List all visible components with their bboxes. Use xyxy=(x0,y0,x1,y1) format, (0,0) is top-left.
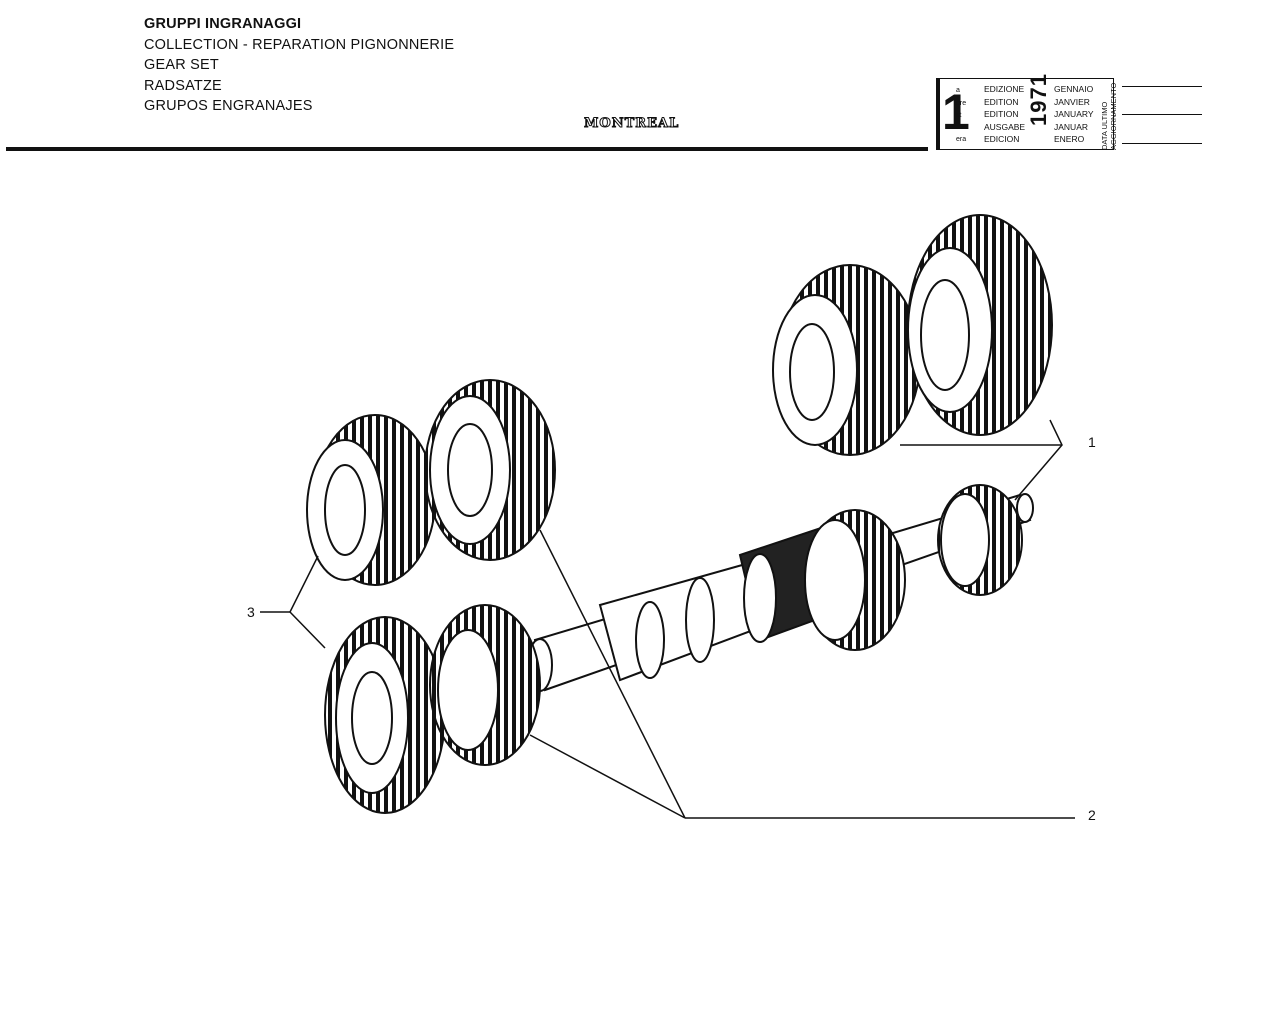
leader-lines xyxy=(260,419,1075,819)
edition-suffix: st xyxy=(956,112,962,119)
gear-group-3-upper xyxy=(306,379,556,586)
title-french: COLLECTION - REPARATION PIGNONNERIE xyxy=(144,36,455,53)
edition-number: 1 xyxy=(942,84,970,140)
edition-month: JANUAR xyxy=(1054,121,1089,132)
title-english: GEAR SET xyxy=(144,57,219,73)
brand-logo: MONTREAL xyxy=(583,116,680,132)
edition-label: EDITION xyxy=(984,109,1019,119)
edition-month: ENERO xyxy=(1054,134,1085,144)
update-line xyxy=(1122,86,1202,87)
title-german: RADSATZE xyxy=(144,77,222,94)
edition-label: EDIZIONE xyxy=(984,84,1025,94)
title-spanish: GRUPOS ENGRANAJES xyxy=(144,98,313,114)
edition-label: EDITION xyxy=(984,96,1019,107)
edition-label: EDICION xyxy=(984,134,1020,144)
gear-group-3-lower xyxy=(324,604,541,814)
edition-suffix: ere xyxy=(956,100,967,107)
shaft-gear xyxy=(804,484,1023,651)
edition-month: JANUARY xyxy=(1054,109,1094,119)
callout-1: 1 xyxy=(1088,434,1096,450)
title-italian: GRUPPI INGRANAGGI xyxy=(144,16,302,32)
callout-3: 3 xyxy=(247,604,255,620)
title-block: GRUPPI INGRANAGGI COLLECTION - REPARATIO… xyxy=(144,14,454,117)
update-line xyxy=(1122,114,1202,115)
edition-month: JANVIER xyxy=(1054,96,1090,107)
edition-suffix: a xyxy=(956,87,960,94)
edition-suffix: era xyxy=(956,136,967,143)
gear-group-1 xyxy=(772,214,1053,456)
edition-month: GENNAIO xyxy=(1054,84,1094,94)
edition-frame xyxy=(936,78,1114,150)
edition-label: AUSGABE xyxy=(984,121,1026,132)
update-line xyxy=(1122,143,1202,144)
edition-box: 1 a ere st . era EDIZIONE EDITION EDITIO… xyxy=(936,73,1116,150)
callout-2: 2 xyxy=(1088,807,1096,823)
header-rule xyxy=(6,147,928,151)
edition-suffix: . xyxy=(956,124,958,131)
